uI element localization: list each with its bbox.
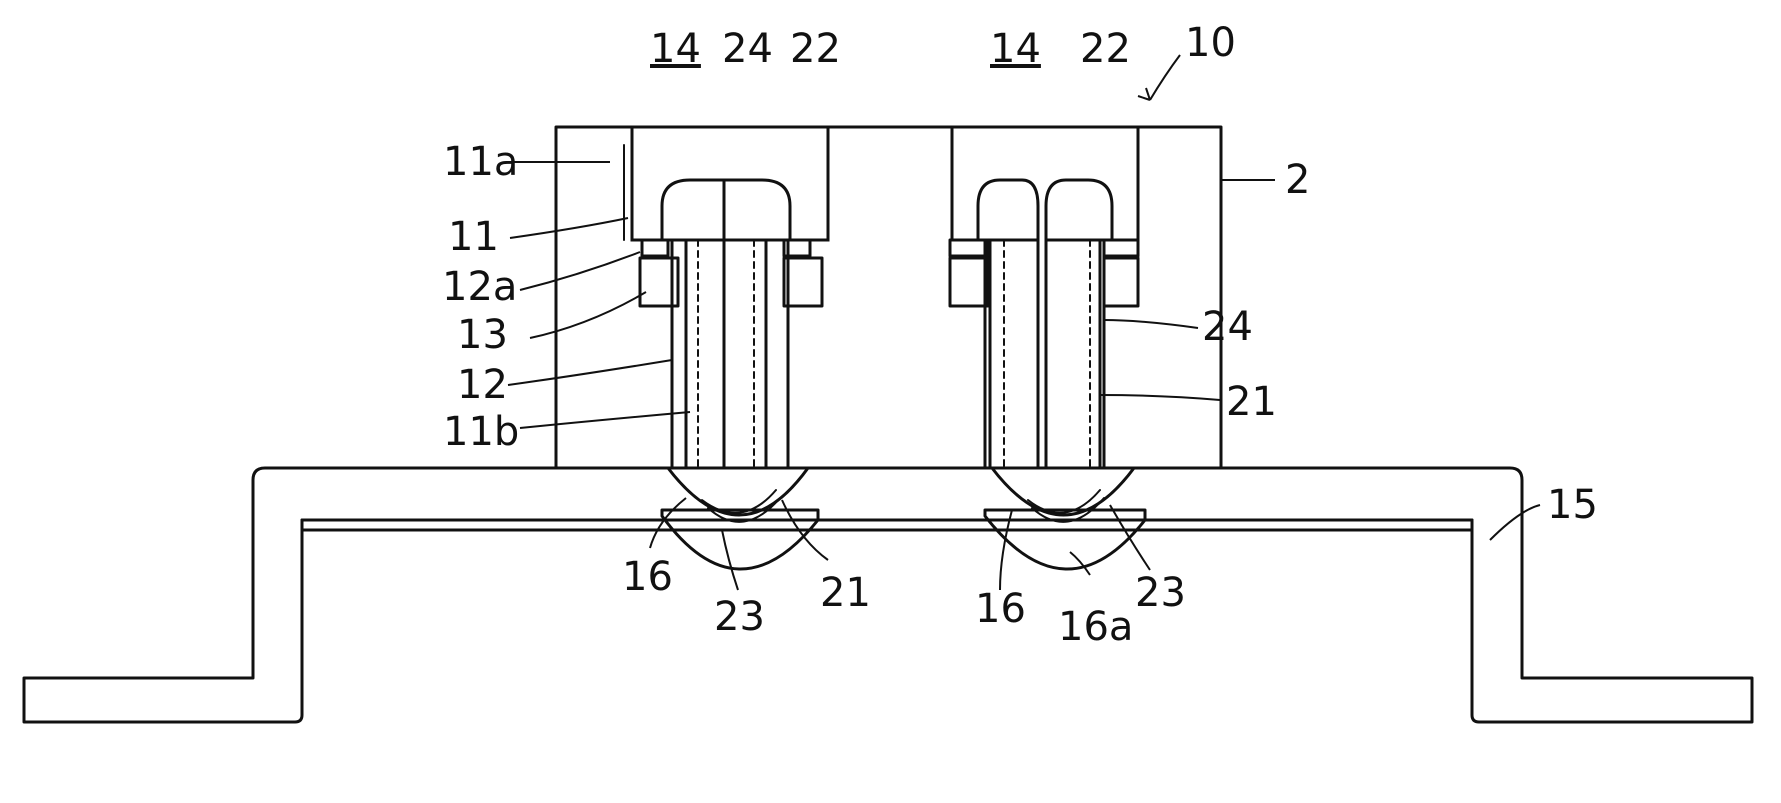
- label-23-left: 23: [714, 594, 765, 640]
- label-11: 11: [448, 214, 499, 260]
- label-2: 2: [1285, 157, 1310, 203]
- label-21-bottom: 21: [820, 570, 871, 616]
- label-22-right: 22: [1080, 26, 1131, 72]
- block-2: [556, 127, 1221, 468]
- label-16-right: 16: [975, 586, 1026, 632]
- label-22-left: 22: [790, 26, 841, 72]
- label-23-right: 23: [1135, 570, 1186, 616]
- label-16a: 16a: [1058, 604, 1133, 650]
- label-14-right: 14: [990, 26, 1041, 72]
- label-11b: 11b: [443, 409, 519, 455]
- label-21-right: 21: [1226, 379, 1277, 425]
- label-15: 15: [1547, 482, 1598, 528]
- label-12a: 12a: [442, 264, 517, 310]
- bracket-15: [24, 468, 1752, 722]
- label-10: 10: [1185, 20, 1236, 66]
- label-13: 13: [457, 312, 508, 358]
- label-12: 12: [457, 362, 508, 408]
- label-24-top: 24: [722, 26, 773, 72]
- label-14-left: 14: [650, 26, 701, 72]
- label-24-right: 24: [1202, 304, 1253, 350]
- label-16-left: 16: [622, 554, 673, 600]
- label-11a: 11a: [443, 139, 518, 185]
